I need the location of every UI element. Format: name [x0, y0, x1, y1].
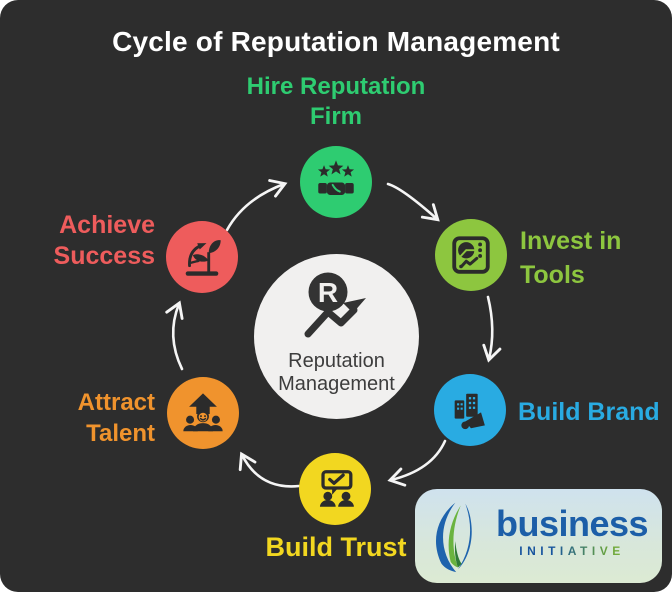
reputation-trend-icon: R: [304, 272, 366, 338]
step-label-achieve-success: Achieve Success: [53, 211, 155, 270]
step-circle-brand: [434, 374, 506, 446]
people-up-arrow-icon: [183, 393, 223, 432]
center-circle: R Reputation Management: [254, 254, 419, 419]
step-label-invest-in-tools: Invest in Tools: [520, 227, 622, 289]
step-circle-trust: [299, 453, 371, 525]
brand-logo: business INITIATIVE: [415, 489, 662, 583]
step-label-build-brand: Build Brand: [518, 398, 660, 426]
step-circle-invest: [435, 219, 507, 291]
growth-plant-arrow-icon: [185, 240, 221, 276]
stars-handshake-icon: [317, 160, 355, 195]
brand-name: business: [495, 503, 649, 544]
brand-subtitle: INITIATIVE: [489, 544, 655, 558]
center-letter: R: [318, 277, 338, 308]
step-circle-success: [166, 221, 238, 293]
step-circle-talent: [167, 377, 239, 449]
chat-check-people-icon: [319, 470, 354, 507]
dashboard-charts-icon: [452, 236, 490, 274]
leaf-swoosh-icon: [435, 502, 472, 573]
step-label-hire-reputation-firm: Hire Reputation Firm: [246, 73, 426, 130]
buildings-megaphone-icon: [454, 393, 485, 430]
center-label: Reputation Management: [278, 350, 395, 395]
page-title: Cycle of Reputation Management: [112, 26, 560, 57]
step-label-build-trust: Build Trust: [265, 532, 407, 562]
step-label-attract-talent: Attract Talent: [77, 389, 155, 447]
step-circle-hire: [300, 146, 372, 218]
